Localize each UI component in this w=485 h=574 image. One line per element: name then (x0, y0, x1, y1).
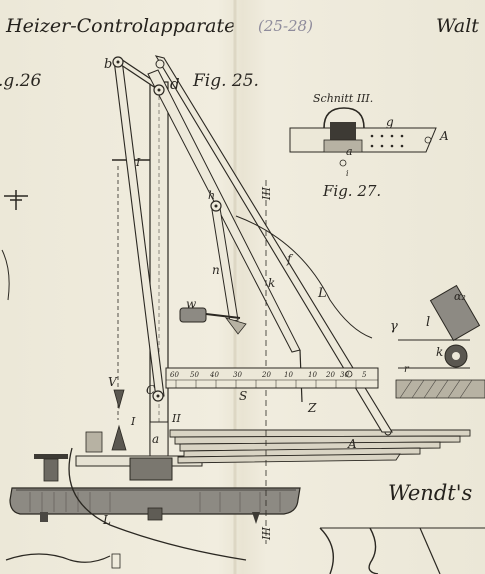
label-II: II (171, 412, 181, 425)
label-r: r (404, 364, 410, 375)
fig26-caption: .g.26 (0, 71, 42, 91)
bottom-fragments (5, 527, 485, 574)
scale-tick: 10 (284, 371, 293, 379)
fig27-section: Schnitt III. g A a i Fig. 27. (289, 92, 449, 200)
fig27-caption: Fig. 27. (322, 182, 381, 200)
scale-tick: 30 (233, 371, 242, 379)
scale-tick: 20 (261, 371, 271, 379)
scale-tick: 40 (209, 371, 219, 379)
label-g: g (386, 115, 394, 129)
label-i-fig27: i (346, 169, 349, 178)
label-A: A (347, 437, 357, 451)
label-k2: k (436, 345, 443, 359)
label-gamma: γ (390, 319, 398, 334)
scale-tick: 5 (362, 371, 367, 379)
scale-S: 60 50 40 30 20 10 10 20 30 5 (165, 367, 379, 389)
label-k: k (268, 276, 275, 290)
pencil-note: (25-28) (258, 17, 313, 35)
fig28-fragment: α₂ γ l k r (390, 284, 485, 399)
label-S: S (239, 389, 247, 403)
leaf-spring-A (169, 428, 471, 464)
column-and-levers (85, 55, 393, 544)
fig25-letters: b d I V C I II a S Z A L III III h n f k… (102, 57, 357, 541)
scale-tick: 30 (340, 371, 349, 379)
scale-tick: 50 (190, 371, 199, 379)
fig26-arc (1, 249, 10, 301)
label-III-top: III (260, 186, 273, 201)
label-III-bot: III (260, 526, 273, 541)
scale-tick: 10 (308, 371, 317, 379)
label-l: l (426, 315, 430, 330)
label-L: L (317, 286, 327, 301)
label-w: w (186, 297, 197, 311)
fig25-caption: Fig. 25. (192, 71, 259, 91)
label-d: d (170, 75, 180, 93)
scale-tick: 20 (325, 371, 335, 379)
label-n: n (212, 263, 220, 277)
schnitt-label: Schnitt III. (313, 92, 373, 105)
label-f: f (286, 252, 294, 266)
base-assembly (9, 447, 301, 561)
label-alpha2: α₂ (454, 290, 466, 303)
label-h: h (208, 189, 215, 202)
label-L-low: L (102, 513, 111, 527)
header-right-title: Walt (436, 15, 479, 37)
footer-title: Wendt's (388, 481, 472, 505)
label-C: C (146, 383, 155, 397)
label-A-fig27: A (439, 129, 449, 143)
scale-tick: 60 (170, 371, 179, 379)
label-b: b (104, 57, 112, 72)
label-a: a (152, 432, 159, 446)
header-title: Heizer-Controlapparate (5, 15, 235, 37)
fig26-fragment (4, 190, 28, 210)
label-V: V (108, 375, 118, 389)
label-I-top: I (135, 156, 141, 169)
label-a-fig27: a (346, 145, 353, 158)
label-Z: Z (307, 401, 317, 415)
label-I-low: I (130, 415, 136, 428)
